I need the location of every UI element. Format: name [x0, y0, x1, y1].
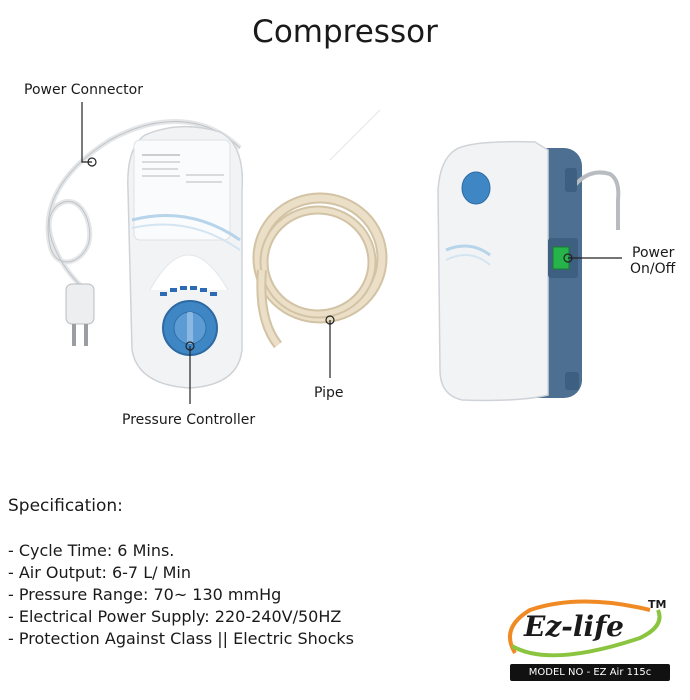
callout-power-switch-line1: Power	[632, 245, 675, 261]
callout-pipe: Pipe	[314, 385, 344, 401]
model-number: MODEL NO - EZ Air 115c	[510, 664, 670, 681]
brand-logo: Ez-life TM MODEL NO - EZ Air 115c	[490, 598, 680, 690]
callout-pressure-controller: Pressure Controller	[122, 412, 256, 428]
spec-item: - Air Output: 6-7 L/ Min	[8, 563, 191, 582]
power-cord	[45, 119, 242, 346]
compressor-front	[127, 125, 244, 389]
product-illustration	[45, 102, 622, 404]
spec-item: - Electrical Power Supply: 220-240V/50HZ	[8, 607, 342, 626]
callout-power-switch: Power On/Off	[630, 245, 675, 277]
spec-list: - Cycle Time: 6 Mins. - Air Output: 6-7 …	[8, 540, 354, 650]
spec-heading: Specification:	[8, 496, 123, 516]
compressor-side	[437, 140, 621, 402]
logo-trademark: TM	[648, 598, 667, 611]
logo-brand-text: Ez-life	[524, 610, 624, 643]
callout-lines	[81, 102, 622, 404]
page-title: Compressor	[252, 14, 438, 50]
callout-power-switch-line2: On/Off	[630, 261, 676, 277]
pipe-coil	[252, 109, 388, 349]
spec-item: - Pressure Range: 70~ 130 mmHg	[8, 585, 282, 604]
spec-item: - Protection Against Class || Electric S…	[8, 629, 354, 648]
callout-power-connector: Power Connector	[24, 82, 143, 98]
logo-swoosh	[508, 599, 662, 658]
spec-item: - Cycle Time: 6 Mins.	[8, 541, 175, 560]
